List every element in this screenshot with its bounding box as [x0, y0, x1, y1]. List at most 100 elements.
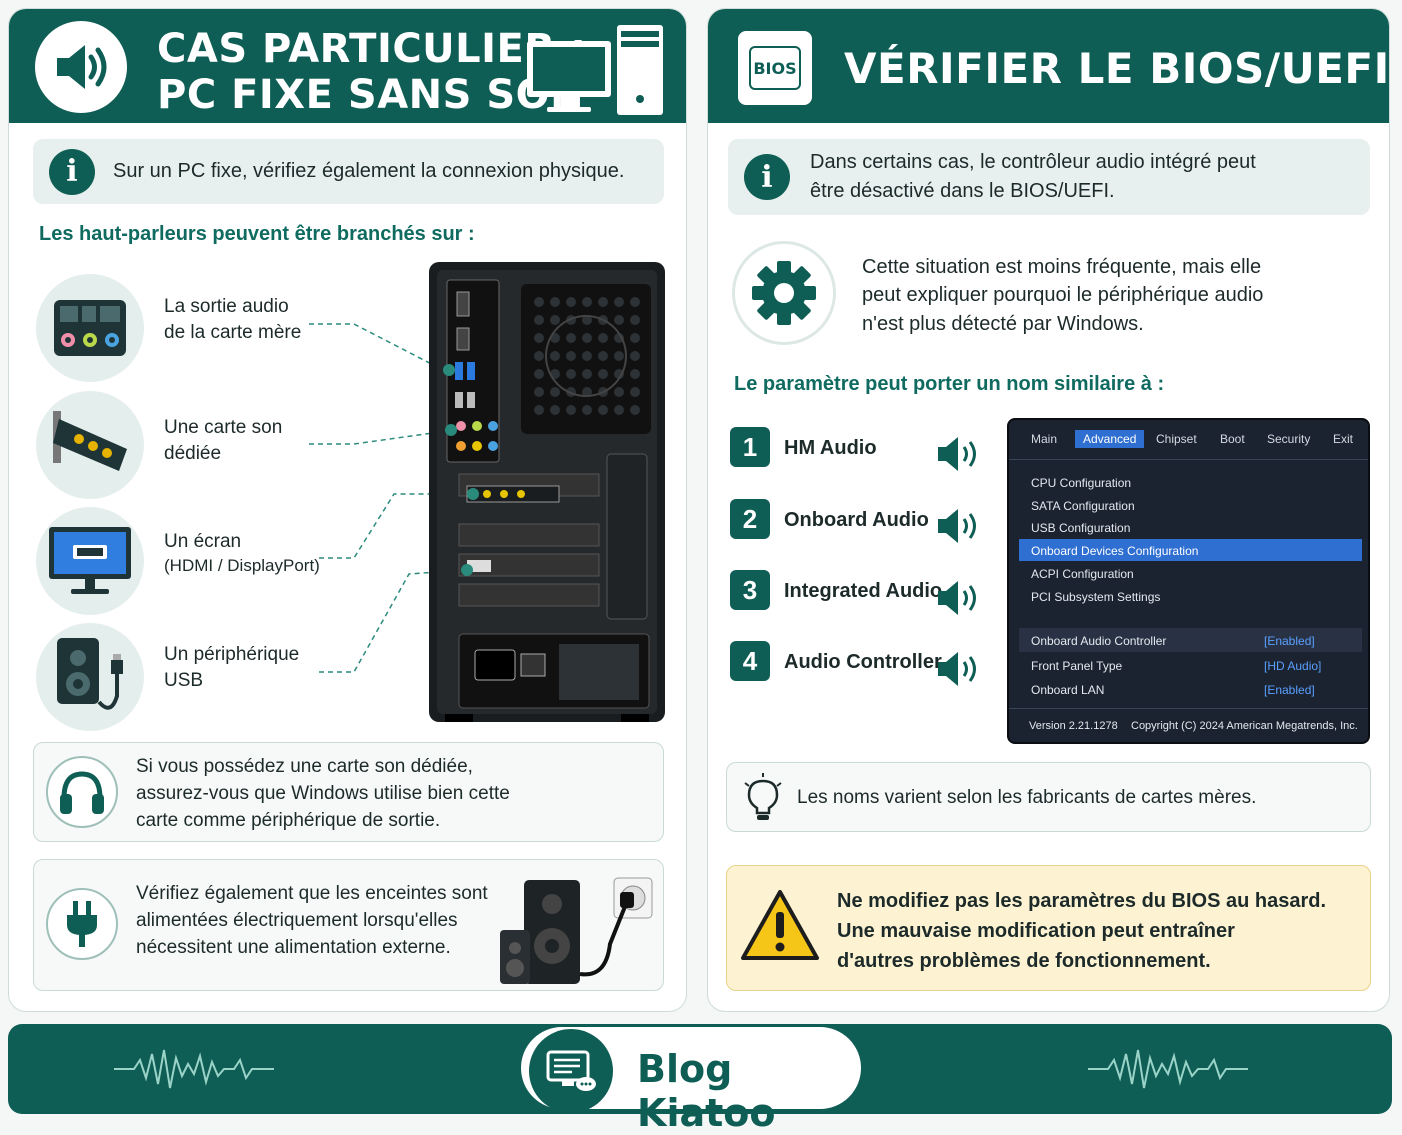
tip-line: Si vous possédez une carte son dédiée,: [136, 756, 473, 777]
note-line: peut expliquer pourquoi le périphérique …: [862, 284, 1264, 307]
sound-card-tip-text: Si vous possédez une carte son dédiée, a…: [136, 754, 510, 835]
bios-version: Version 2.21.1278: [1029, 720, 1118, 732]
bios-setting-name[interactable]: Onboard LAN: [1031, 683, 1105, 697]
connection-label-sound-card: Une carte son dédiée: [164, 415, 282, 466]
left-title: CAS PARTICULIER : PC FIXE SANS SON: [157, 26, 587, 118]
bios-setting-value[interactable]: [HD Audio]: [1264, 659, 1322, 673]
bios-badge: BIOS: [753, 58, 797, 78]
left-title-line1: CAS PARTICULIER :: [157, 26, 587, 72]
desktop-pc-icon: [527, 25, 663, 115]
left-header: CAS PARTICULIER : PC FIXE SANS SON: [9, 9, 686, 123]
tip-line: nécessitent une alimentation externe.: [136, 936, 451, 958]
tip-line: alimentées électriquement lorsqu'elles: [136, 909, 458, 931]
bios-setting-name[interactable]: Onboard Audio Controller: [1031, 634, 1167, 648]
bios-menu-bar: Main Advanced Chipset Boot Security Exit: [1009, 420, 1368, 460]
bios-selection-highlight: [1019, 539, 1362, 561]
note-line: Cette situation est moins fréquente, mai…: [862, 256, 1262, 278]
speaker-icon: [938, 437, 976, 471]
left-subtitle: Les haut-parleurs peuvent être branchés …: [39, 223, 475, 245]
option-name: Audio Controller: [784, 651, 942, 673]
connection-line2: dédiée: [164, 442, 222, 464]
bios-menu-boot[interactable]: Boot: [1220, 432, 1245, 446]
option-name: Integrated Audio: [784, 580, 943, 602]
connection-label-monitor: Un écran (HDMI / DisplayPort): [164, 529, 320, 578]
pc-tower-back: [309, 262, 665, 722]
left-title-line2: PC FIXE SANS SON: [157, 72, 585, 118]
right-info-box: i Dans certains cas, le contrôleur audio…: [728, 139, 1370, 215]
info-line: Dans certains cas, le contrôleur audio i…: [810, 151, 1256, 173]
speaker-icon: [35, 21, 127, 113]
bios-item-selected[interactable]: Onboard Devices Configuration: [1031, 544, 1199, 558]
warning-icon: [741, 890, 819, 960]
bios-item[interactable]: USB Configuration: [1031, 521, 1131, 535]
speaker-icon: [938, 652, 976, 686]
option-name: Onboard Audio: [784, 509, 929, 531]
connection-label-usb: Un périphérique USB: [164, 642, 299, 693]
right-header: BIOS VÉRIFIER LE BIOS/UEFI: [708, 9, 1390, 123]
bios-item[interactable]: SATA Configuration: [1031, 499, 1135, 513]
bios-menu-exit[interactable]: Exit: [1333, 432, 1354, 446]
warning-line: Une mauvaise modification peut entraîner: [837, 920, 1235, 942]
info-line: être désactivé dans le BIOS/UEFI.: [810, 180, 1115, 202]
connection-label-motherboard: La sortie audio de la carte mère: [164, 294, 301, 345]
option-number: 4: [730, 641, 770, 681]
bios-note-text: Cette situation est moins fréquente, mai…: [862, 253, 1263, 338]
option-number: 1: [730, 427, 770, 467]
connection-line2: USB: [164, 669, 204, 691]
bios-footer-divider: [1009, 708, 1368, 709]
bios-item[interactable]: CPU Configuration: [1031, 476, 1132, 490]
power-plug-icon: [46, 888, 118, 960]
lightbulb-icon: [744, 773, 782, 820]
bios-menu-security[interactable]: Security: [1267, 432, 1311, 446]
power-tip-text: Vérifiez également que les enceintes son…: [136, 881, 488, 962]
connection-line2: (HDMI / DisplayPort): [164, 555, 320, 575]
right-subtitle: Le paramètre peut porter un nom similair…: [734, 373, 1165, 395]
bios-menu-main[interactable]: Main: [1031, 432, 1058, 446]
warning-box: Ne modifiez pas les paramètres du BIOS a…: [726, 865, 1371, 991]
bios-screen: Main Advanced Chipset Boot Security Exit…: [1007, 418, 1370, 744]
bios-item[interactable]: PCI Subsystem Settings: [1031, 590, 1161, 604]
bios-menu-chipset[interactable]: Chipset: [1156, 432, 1197, 446]
manufacturer-tip-card: Les noms varient selon les fabricants de…: [726, 762, 1371, 832]
speaker-icon: [938, 581, 976, 615]
bios-setting-value[interactable]: [Enabled]: [1264, 634, 1315, 648]
power-tip-card: Vérifiez également que les enceintes son…: [33, 859, 664, 991]
left-panel: CAS PARTICULIER : PC FIXE SANS SON i Sur…: [8, 8, 687, 1012]
bios-menu-advanced[interactable]: Advanced: [1075, 430, 1145, 448]
connection-line1: La sortie audio: [164, 296, 289, 317]
brand-pill: Blog Kiatoo: [518, 1024, 864, 1135]
right-title: VÉRIFIER LE BIOS/UEFI: [844, 44, 1390, 93]
option-name: HM Audio: [784, 437, 877, 459]
bios-setting-name[interactable]: Front Panel Type: [1031, 659, 1123, 673]
option-number: 3: [730, 570, 770, 610]
tip-line: Vérifiez également que les enceintes son…: [136, 883, 488, 904]
bios-item[interactable]: ACPI Configuration: [1031, 567, 1134, 581]
bios-copyright: Copyright (C) 2024 American Megatrends, …: [1131, 720, 1358, 732]
right-info-text: Dans certains cas, le contrôleur audio i…: [810, 148, 1256, 206]
brand-logo-icon: [529, 1029, 613, 1113]
connection-line1: Un écran: [164, 531, 242, 552]
info-icon: i: [744, 154, 790, 200]
left-info-box: i Sur un PC fixe, vérifiez également la …: [33, 139, 664, 204]
motherboard-audio-icon: [36, 274, 144, 382]
sound-wave-icon: [1088, 1049, 1248, 1089]
gear-icon: [732, 241, 836, 345]
speakers-outlet-icon: [500, 877, 653, 984]
warning-line: d'autres problèmes de fonctionnement.: [837, 950, 1211, 972]
bios-setting-value[interactable]: [Enabled]: [1264, 683, 1315, 697]
info-icon: i: [49, 148, 95, 195]
tip-line: assurez-vous que Windows utilise bien ce…: [136, 782, 510, 804]
connection-line1: Une carte son: [164, 417, 283, 438]
tip-line: carte comme périphérique de sortie.: [136, 809, 441, 831]
note-line: n'est plus détecté par Windows.: [862, 312, 1144, 335]
bios-chip-icon: BIOS: [738, 31, 812, 105]
sound-wave-icon: [114, 1049, 274, 1089]
sound-card-icon: [36, 391, 144, 499]
warning-text: Ne modifiez pas les paramètres du BIOS a…: [837, 886, 1326, 976]
manufacturer-tip-text: Les noms varient selon les fabricants de…: [797, 787, 1257, 808]
connection-line1: Un périphérique: [164, 644, 300, 665]
option-number: 2: [730, 499, 770, 539]
bios-setting-highlight: [1019, 628, 1362, 652]
footer-bar: Blog Kiatoo: [8, 1024, 1392, 1135]
usb-speaker-icon: [36, 623, 144, 731]
